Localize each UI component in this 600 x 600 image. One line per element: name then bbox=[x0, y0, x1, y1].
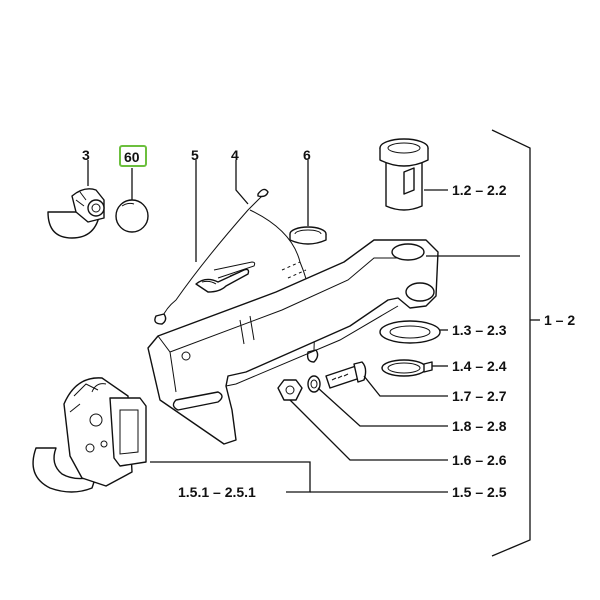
part-washer[interactable] bbox=[379, 320, 441, 344]
part-3-socket-cup[interactable] bbox=[47, 188, 105, 239]
label-washer: 1.3 – 2.3 bbox=[452, 322, 507, 338]
part-bolt[interactable] bbox=[325, 361, 367, 389]
part-hook-assembly[interactable] bbox=[32, 377, 147, 493]
label-part-6: 6 bbox=[303, 147, 311, 163]
part-5-spring-clip[interactable] bbox=[195, 261, 256, 293]
label-arm: 1.5 – 2.5 bbox=[452, 484, 507, 500]
label-pin: 1.2 – 2.2 bbox=[452, 182, 507, 198]
label-lock-washer: 1.8 – 2.8 bbox=[452, 418, 507, 434]
label-nut: 1.6 – 2.6 bbox=[452, 452, 507, 468]
part-retaining-ring[interactable] bbox=[381, 359, 433, 377]
highlight-box-60 bbox=[119, 145, 147, 167]
label-hook: 1.5.1 – 2.5.1 bbox=[178, 484, 256, 500]
part-lock-washer[interactable] bbox=[307, 375, 321, 393]
label-part-4: 4 bbox=[231, 147, 239, 163]
part-lower-link-arm[interactable] bbox=[147, 239, 439, 445]
label-part-5: 5 bbox=[191, 147, 199, 163]
part-60-ball[interactable] bbox=[115, 199, 149, 233]
label-bolt: 1.7 – 2.7 bbox=[452, 388, 507, 404]
leader-lines bbox=[87, 129, 540, 557]
label-part-3: 3 bbox=[82, 147, 90, 163]
label-group: 1 – 2 bbox=[544, 312, 575, 328]
label-retaining-ring: 1.4 – 2.4 bbox=[452, 358, 507, 374]
part-pin[interactable] bbox=[379, 138, 429, 211]
label-part-60: 60 bbox=[124, 149, 140, 165]
part-6-snap-ring[interactable] bbox=[289, 226, 327, 245]
part-nut[interactable] bbox=[277, 379, 303, 401]
